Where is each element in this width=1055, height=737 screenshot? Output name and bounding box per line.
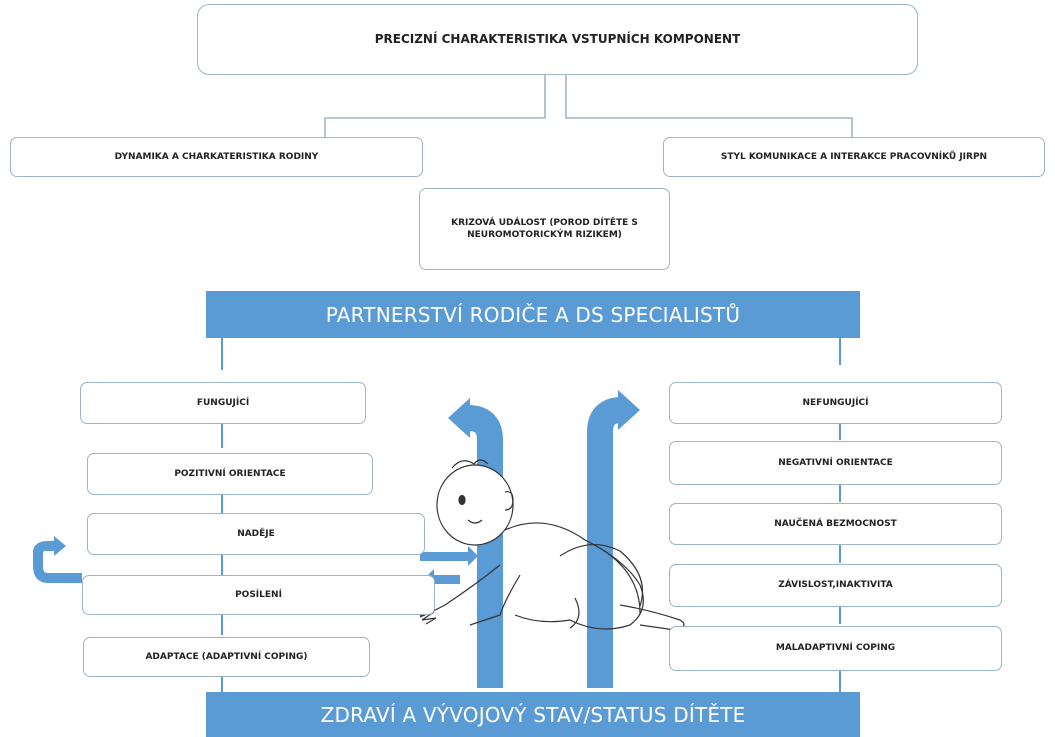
crisis-box: KRIZOVÁ UDÁLOST (POROD DÍTĚTE S NEUROMOT… <box>419 188 670 270</box>
input-left-box: DYNAMIKA A CHARKATERISTIKA RODINY <box>10 137 423 177</box>
crawling-baby-icon <box>419 459 685 631</box>
positive-step-5: ADAPTACE (ADAPTIVNÍ COPING) <box>83 637 370 677</box>
arrow-head-right-icon <box>618 390 640 430</box>
negative-step-2: NEGATIVNÍ ORIENTACE <box>669 441 1002 485</box>
negative-step-1: NEFUNGUJÍCÍ <box>669 382 1002 424</box>
positive-step-1: FUNGUJÍCÍ <box>80 382 366 424</box>
curved-up-arrow-left-icon <box>467 405 503 688</box>
flow-connectors <box>221 337 841 692</box>
loop-arrow-head-icon <box>54 536 66 556</box>
input-right-box: STYL KOMUNIKACE A INTERAKCE PRACOVNÍKŮ J… <box>663 137 1045 177</box>
positive-step-4: POSÍLENÍ <box>82 575 435 615</box>
partnership-band: PARTNERSTVÍ RODIČE A DS SPECIALISTŮ <box>206 291 860 338</box>
positive-step-3: NADĚJE <box>87 513 425 555</box>
curved-up-arrow-right-icon <box>587 397 623 688</box>
top-connectors <box>324 75 853 137</box>
positive-step-2: POZITIVNÍ ORIENTACE <box>87 453 373 495</box>
arrow-head-left-icon <box>448 398 470 438</box>
negative-step-3: NAUČENÁ BEZMOCNOST <box>669 503 1002 545</box>
negative-step-5: MALADAPTIVNÍ COPING <box>669 626 1002 671</box>
outcome-band: ZDRAVÍ A VÝVOJOVÝ STAV/STATUS DÍTĚTE <box>206 692 860 737</box>
top-title-box: PRECIZNÍ CHARAKTERISTIKA VSTUPNÍCH KOMPO… <box>197 4 918 75</box>
negative-step-4: ZÁVISLOST,INAKTIVITA <box>669 564 1002 607</box>
loop-arrow-icon <box>33 541 82 583</box>
